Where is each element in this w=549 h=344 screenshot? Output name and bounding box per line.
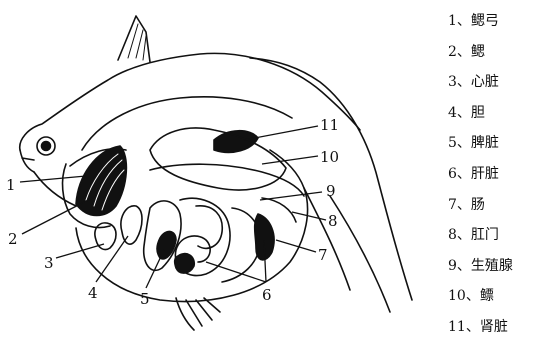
leader-2 [22, 196, 96, 234]
leader-11 [244, 126, 318, 140]
leader-10 [262, 156, 318, 164]
callout-7: 7 [318, 246, 328, 264]
legend-item-spleen: 5、脾脏 [448, 128, 513, 159]
intestine-tail [262, 198, 296, 222]
leader-1 [20, 176, 86, 182]
legend-item-swim-bladder: 10、鳔 [448, 281, 513, 312]
callout-10: 10 [320, 148, 339, 166]
back-contour [250, 58, 412, 300]
pelvic-fin [176, 298, 220, 330]
legend-item-intestine: 7、肠 [448, 190, 513, 221]
liver-center [175, 254, 195, 273]
spleen [157, 231, 176, 258]
callout-4: 4 [88, 284, 98, 302]
callout-3: 3 [44, 254, 54, 272]
legend-item-gill: 2、鳃 [448, 37, 513, 68]
legend-item-gallbladder: 4、胆 [448, 98, 513, 129]
callout-1: 1 [6, 176, 16, 194]
legend-item-gonad: 9、生殖腺 [448, 251, 513, 282]
callout-2: 2 [8, 230, 18, 248]
legend-item-kidney: 11、肾脏 [448, 312, 513, 343]
legend-item-heart: 3、心脏 [448, 67, 513, 98]
leader-6a [206, 262, 266, 282]
cavity-top-line [150, 164, 304, 196]
leader-8 [292, 212, 326, 220]
tail-contour [304, 188, 390, 312]
callout-9: 9 [326, 182, 336, 200]
callout-8: 8 [328, 212, 338, 230]
callout-5: 5 [140, 290, 150, 308]
leader-9 [260, 192, 322, 200]
fish-body-outline [20, 53, 360, 150]
eye-pupil [42, 142, 51, 151]
inner-back-line [82, 97, 292, 150]
callout-11: 11 [320, 116, 339, 134]
callout-6: 6 [262, 286, 272, 304]
gallbladder [121, 206, 142, 244]
leader-4 [96, 236, 128, 282]
legend-item-gill-arch: 1、鳃弓 [448, 6, 513, 37]
legend-list: 1、鳃弓 2、鳃 3、心脏 4、胆 5、脾脏 6、肝脏 7、肠 8、肛门 9、生… [448, 6, 513, 343]
leader-7 [276, 240, 316, 252]
legend-item-anus: 8、肛门 [448, 220, 513, 251]
legend-item-liver: 6、肝脏 [448, 159, 513, 190]
mouth [20, 150, 34, 172]
